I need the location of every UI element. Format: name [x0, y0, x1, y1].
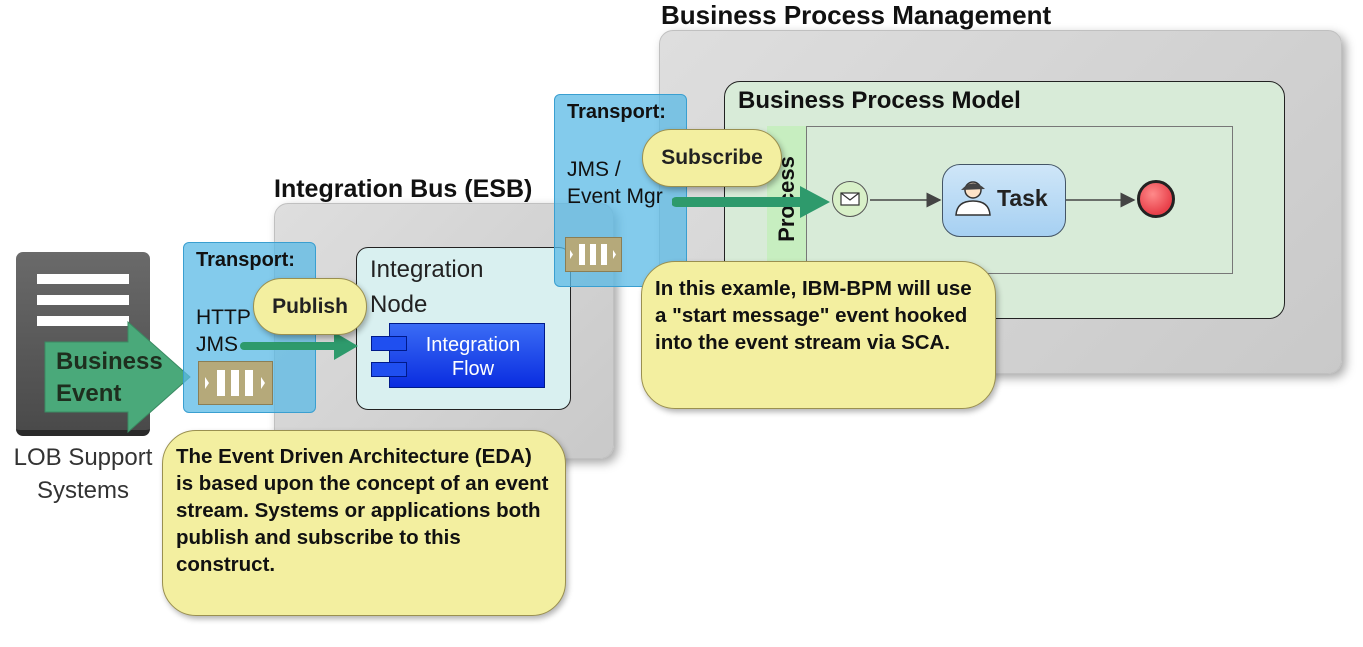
business-event-line2: Event: [56, 380, 122, 407]
integration-flow-line1: Integration: [425, 334, 521, 356]
lob-line-1: [37, 274, 129, 284]
integration-node-label-line2: Node: [370, 291, 428, 318]
transport-left-line2: JMS: [196, 333, 238, 356]
lob-line-3: [37, 316, 129, 326]
lob-label: LOB Support Systems: [0, 441, 166, 507]
end-event[interactable]: [1137, 180, 1175, 218]
business-event-arrow: [44, 320, 191, 434]
eda-note: The Event Driven Architecture (EDA) is b…: [162, 430, 566, 616]
business-event-line1: Business: [56, 348, 163, 375]
queue-icon: [205, 370, 265, 396]
transport-right-title: Transport:: [567, 101, 666, 123]
event-queue-icon-right: [565, 237, 622, 272]
transport-left-line1: HTTP: [196, 306, 251, 329]
flow-component-bar-bottom: [371, 362, 407, 377]
queue-icon: [570, 244, 616, 265]
event-queue-icon-left: [198, 361, 273, 405]
integration-node-label: Integration Node: [370, 252, 483, 322]
lob-label-line2: Systems: [36, 477, 129, 504]
model-title: Business Process Model: [738, 87, 1021, 114]
transport-right-protocols: JMS / Event Mgr: [567, 156, 663, 210]
lob-label-line1: LOB Support: [13, 444, 153, 471]
integration-flow-line2: Flow: [451, 358, 495, 380]
bpmn-flow: [870, 192, 1136, 208]
publish-arrow: [240, 332, 358, 360]
integration-flow[interactable]: Integration Flow: [389, 323, 545, 388]
user-icon: [955, 181, 991, 216]
transport-left-protocols: HTTP JMS: [196, 304, 251, 358]
business-event-label: Business Event: [56, 346, 163, 410]
esb-title: Integration Bus (ESB): [274, 175, 533, 203]
publish-bubble: Publish: [253, 278, 367, 335]
transport-left-title: Transport:: [196, 249, 295, 271]
transport-right-line1: JMS /: [567, 158, 621, 181]
envelope-icon: [840, 192, 860, 206]
transport-right-line2: Event Mgr: [567, 185, 663, 208]
subscribe-arrow: [672, 186, 830, 218]
bpm-title: Business Process Management: [661, 0, 1052, 30]
bpm-note: In this examle, IBM-BPM will use a "star…: [641, 261, 996, 409]
lob-line-2: [37, 295, 129, 305]
task-activity[interactable]: Task: [942, 164, 1066, 237]
start-message-event[interactable]: [832, 181, 868, 217]
subscribe-bubble: Subscribe: [642, 129, 782, 187]
task-label: Task: [997, 185, 1048, 211]
flow-component-bar-top: [371, 336, 407, 351]
integration-node-label-line1: Integration: [370, 256, 484, 283]
